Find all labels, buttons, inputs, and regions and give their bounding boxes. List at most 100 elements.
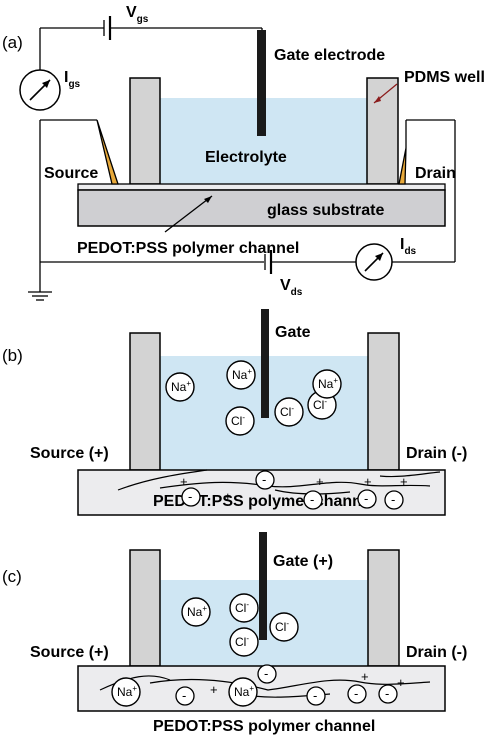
- ids-ammeter-icon: [355, 243, 393, 281]
- polymer-chains-b: [117, 469, 441, 495]
- svg-text:Na+: Na+: [171, 379, 191, 394]
- anion-charge: -: [378, 684, 398, 704]
- channel-pointer-arrowhead: [204, 196, 212, 203]
- drain-label-b: Drain (-): [406, 445, 467, 462]
- anion-charge: -: [181, 487, 201, 507]
- hole-charge: +: [224, 489, 232, 504]
- hole-charge: +: [361, 669, 369, 684]
- hole-charge: +: [180, 474, 188, 489]
- panel-a: (a) Vgs Igs: [2, 4, 485, 301]
- source-label-c: Source (+): [30, 644, 109, 661]
- ion-chloride: Cl-: [269, 612, 299, 642]
- ions-c: Na+ Cl- Cl- Cl- Na+ Na+: [111, 593, 299, 707]
- glass-substrate-a: [77, 189, 446, 227]
- ground-icon: [28, 291, 52, 301]
- channel-label-c: PEDOT:PSS polymer channel: [153, 718, 375, 735]
- pdms-wall-left-c: [129, 549, 161, 667]
- vds-battery-symbol: [264, 250, 273, 274]
- hole-charge: +: [400, 474, 408, 489]
- svg-text:Na+: Na+: [187, 604, 207, 619]
- svg-text:-: -: [313, 688, 317, 703]
- glass-substrate-label: glass substrate: [267, 202, 384, 219]
- panel-c: (c) Gate (+) Source (+) Drain (-) PEDOT:…: [2, 532, 467, 735]
- hole-charge: +: [316, 474, 324, 489]
- svg-text:-: -: [385, 686, 389, 701]
- pdms-wall-right-b: [367, 332, 400, 471]
- ion-sodium: Na+: [165, 372, 195, 402]
- anion-charge: -: [347, 684, 367, 704]
- gate-electrode-a: [257, 30, 266, 136]
- pdms-wall-right-a: [366, 77, 399, 185]
- source-contact-a: [96, 119, 119, 185]
- channel-charges-b: +++++-----: [180, 470, 408, 510]
- hole-charge: +: [210, 682, 218, 697]
- svg-text:Cl-: Cl-: [313, 397, 327, 412]
- svg-text:Na+: Na+: [318, 376, 338, 391]
- svg-text:Cl-: Cl-: [231, 413, 245, 428]
- gate-electrode-label: Gate electrode: [274, 47, 385, 64]
- svg-text:Cl-: Cl-: [275, 619, 289, 634]
- igs-ammeter-icon: [19, 69, 61, 111]
- gate-electrode-b: [261, 309, 269, 418]
- ion-chloride: Cl-: [229, 593, 259, 623]
- ion-sodium: Na+: [312, 369, 342, 399]
- igs-label: Igs: [64, 69, 81, 90]
- source-label-a: Source: [44, 165, 98, 182]
- ion-sodium: Na+: [111, 677, 141, 707]
- electrolyte-label: Electrolyte: [205, 149, 287, 166]
- pdms-wall-left-b: [129, 332, 161, 471]
- ion-chloride: Cl-: [229, 627, 259, 657]
- panel-a-wires: [39, 27, 456, 292]
- svg-text:Cl-: Cl-: [235, 634, 249, 649]
- svg-text:-: -: [262, 472, 266, 487]
- svg-text:Cl-: Cl-: [235, 600, 249, 615]
- anion-charge: -: [384, 490, 404, 510]
- ion-sodium: Na+: [226, 360, 256, 390]
- vgs-battery-symbol: [103, 16, 112, 40]
- svg-text:-: -: [391, 492, 395, 507]
- panel-a-label: (a): [2, 33, 23, 52]
- gate-electrode-c: [259, 532, 267, 640]
- pdms-pointer-arrowhead: [374, 96, 381, 103]
- hole-charge: +: [364, 474, 372, 489]
- panel-c-label: (c): [2, 567, 22, 586]
- anion-charge: -: [357, 489, 377, 509]
- vgs-label: Vgs: [126, 4, 149, 25]
- ion-sodium: Na+: [181, 597, 211, 627]
- drain-label-a: Drain: [415, 165, 456, 182]
- svg-text:-: -: [354, 686, 358, 701]
- ion-chloride: Cl-: [274, 397, 304, 427]
- hole-charge: +: [397, 675, 405, 690]
- anion-charge: -: [175, 686, 195, 706]
- ion-chloride: Cl-: [225, 406, 255, 436]
- svg-text:-: -: [182, 688, 186, 703]
- anion-charge: -: [303, 490, 323, 510]
- source-label-b: Source (+): [30, 445, 109, 462]
- svg-text:-: -: [264, 666, 268, 681]
- pdms-wall-left-a: [129, 77, 161, 185]
- ion-sodium: Na+: [228, 677, 258, 707]
- pdms-wall-right-c: [367, 549, 400, 667]
- channel-charges-c: +++-----: [175, 664, 405, 706]
- svg-text:Na+: Na+: [232, 367, 252, 382]
- gate-label-c: Gate (+): [273, 553, 333, 570]
- svg-text:Cl-: Cl-: [280, 404, 294, 419]
- svg-text:Na+: Na+: [117, 684, 137, 699]
- vds-label: Vds: [280, 277, 303, 298]
- pedot-channel-layer-a: [77, 183, 446, 191]
- drain-label-c: Drain (-): [406, 644, 467, 661]
- svg-text:-: -: [188, 489, 192, 504]
- anion-charge: -: [255, 470, 275, 490]
- panel-b: (b) Gate Source (+) Drain (-) PEDOT:PSS …: [2, 309, 467, 516]
- anion-charge: -: [257, 664, 277, 684]
- pdms-well-label: PDMS well: [404, 69, 485, 86]
- channel-label-a: PEDOT:PSS polymer channel: [77, 240, 299, 257]
- svg-text:-: -: [310, 492, 314, 507]
- svg-text:-: -: [364, 491, 368, 506]
- anion-charge: -: [306, 686, 326, 706]
- svg-text:Na+: Na+: [234, 684, 254, 699]
- gate-label-b: Gate: [275, 324, 311, 341]
- ids-label: Ids: [400, 236, 417, 257]
- drain-contact-a: [398, 147, 407, 185]
